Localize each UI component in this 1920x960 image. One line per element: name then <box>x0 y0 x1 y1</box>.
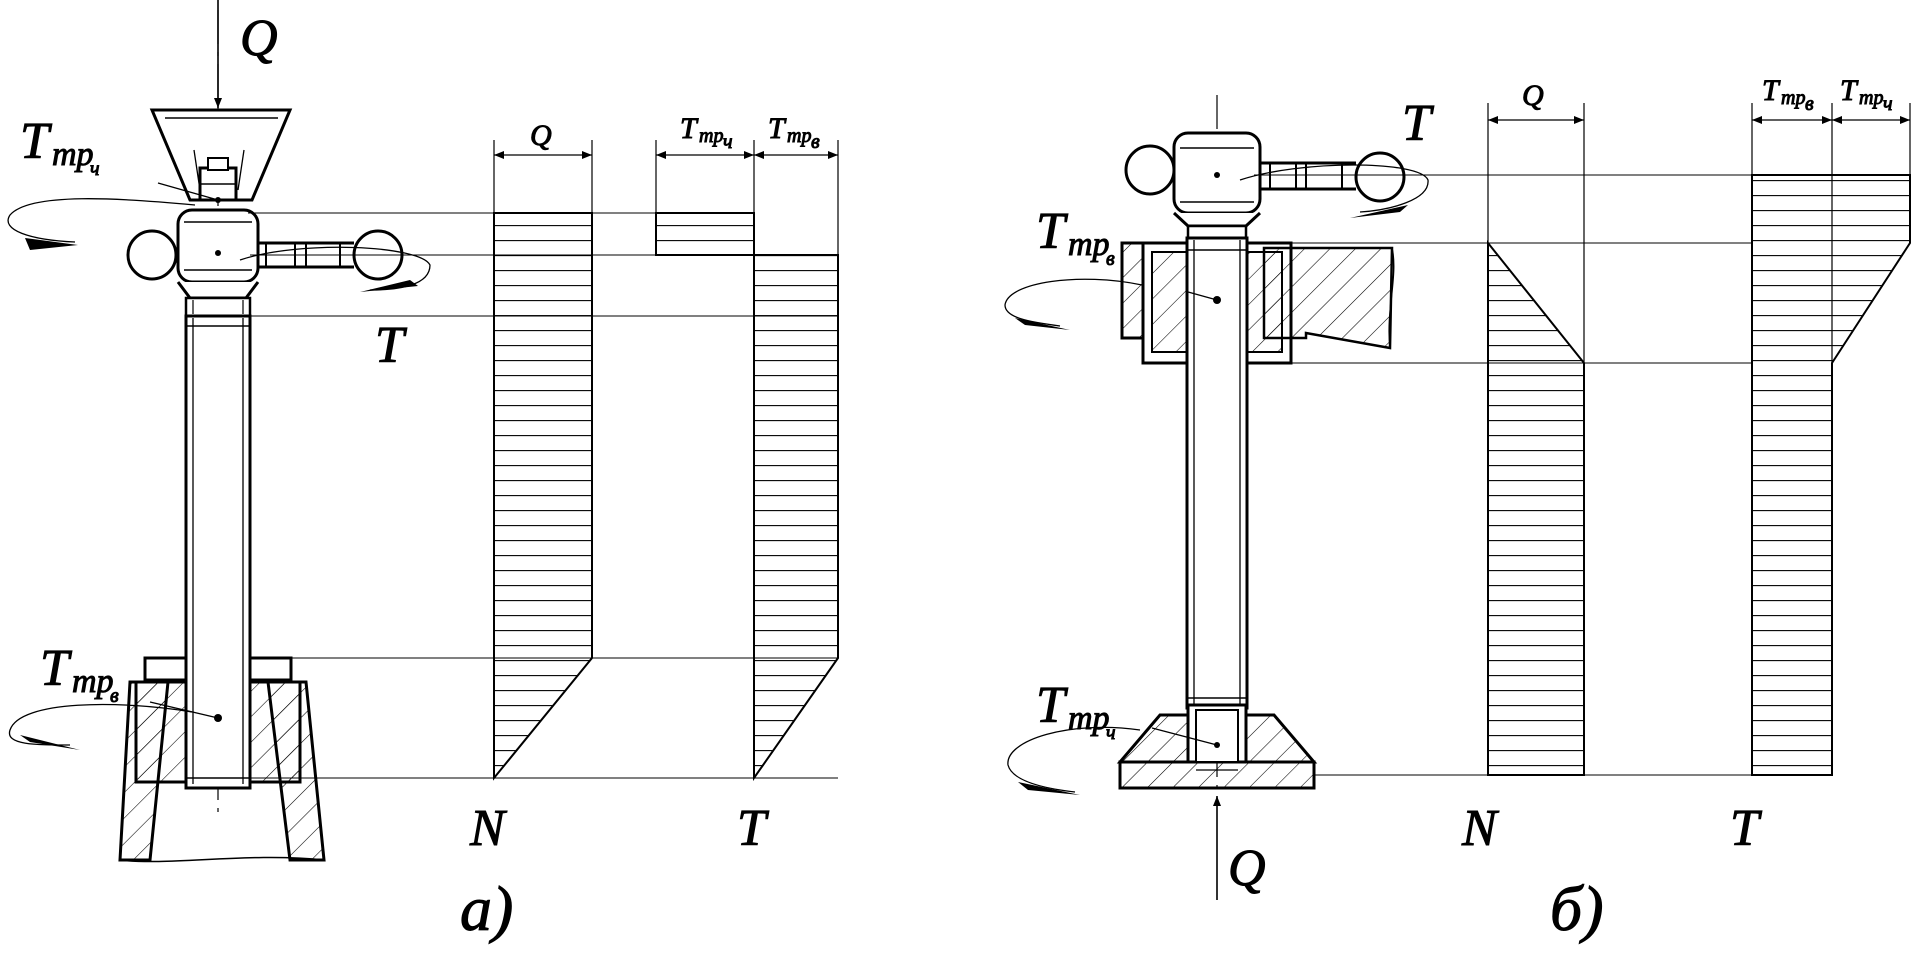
dim-t-head-a: T тр ч <box>680 112 734 154</box>
base-heel-b <box>1116 703 1318 790</box>
svg-text:T: T <box>768 112 787 145</box>
dim-q-b: Q <box>1522 79 1544 112</box>
dim-t-base-b: T тр ч <box>1840 74 1894 116</box>
svg-text:T: T <box>680 112 699 145</box>
label-n-b: N <box>1461 800 1500 857</box>
label-friction-base-b: T тр ч <box>1036 677 1117 745</box>
svg-text:в: в <box>110 685 119 707</box>
caption-b: б) <box>1550 873 1604 944</box>
t-epure-body-a <box>753 254 839 782</box>
handle-ball-left-b <box>1124 144 1176 196</box>
svg-text:T: T <box>1036 203 1068 260</box>
torque-arrow-head-friction <box>7 198 196 243</box>
label-t-a: T <box>737 800 769 857</box>
label-n-a: N <box>469 800 508 857</box>
svg-text:ч: ч <box>723 131 733 153</box>
nut-housing <box>118 656 326 863</box>
svg-text:тр: тр <box>1781 87 1805 109</box>
screw-body-b <box>1185 236 1249 710</box>
label-torque-b: T <box>1402 95 1434 152</box>
dim-q-a: Q <box>530 119 552 152</box>
svg-text:тр: тр <box>1068 226 1110 263</box>
svg-text:тр: тр <box>72 663 114 700</box>
label-t-b: T <box>1730 800 1762 857</box>
label-q-a: Q <box>240 10 278 67</box>
svg-text:тр: тр <box>787 125 811 147</box>
svg-text:тр: тр <box>1068 700 1110 737</box>
caption-a: а) <box>460 873 513 944</box>
svg-text:ч: ч <box>1106 722 1116 744</box>
handle-ball-right-b <box>1354 151 1406 203</box>
svg-text:тр: тр <box>699 125 723 147</box>
diagram-n-b: Q N <box>1461 79 1585 858</box>
n-epure-a <box>493 212 593 781</box>
scheme-a: Q T тр ч T T тр в а) Q N <box>7 0 839 945</box>
dim-t-thread-b: T тр в <box>1762 74 1815 116</box>
torque-arrow-thread-b <box>1004 278 1143 327</box>
scheme-b: T T тр в T тр ч Q б) Q N <box>1004 74 1911 945</box>
svg-text:T: T <box>1840 74 1859 107</box>
svg-text:T: T <box>40 640 72 697</box>
cup <box>149 108 293 202</box>
t-epure-b <box>1751 174 1911 776</box>
label-q-b: Q <box>1228 840 1266 897</box>
svg-text:T: T <box>1762 74 1781 107</box>
label-torque-a: T <box>375 317 407 374</box>
svg-text:T: T <box>1036 677 1068 734</box>
svg-text:тр: тр <box>1859 87 1883 109</box>
diagram-t-a: T тр ч T тр в T <box>655 112 839 858</box>
nut-frame-b <box>1120 241 1395 365</box>
svg-text:ч: ч <box>90 158 100 180</box>
svg-text:тр: тр <box>52 136 94 173</box>
n-epure-b <box>1487 240 1585 776</box>
label-friction-head-a: T тр ч <box>20 113 101 181</box>
diagram-n-a: Q N <box>469 119 593 858</box>
svg-text:ч: ч <box>1883 93 1893 115</box>
label-friction-thread-a: T тр в <box>40 640 120 708</box>
svg-text:в: в <box>1805 93 1814 115</box>
label-friction-thread-b: T тр в <box>1036 203 1116 271</box>
svg-text:в: в <box>811 131 820 153</box>
diagram-t-b: T тр в T тр ч T <box>1730 74 1911 858</box>
dim-t-thread-a: T тр в <box>768 112 821 154</box>
t-epure-cup-a <box>655 212 755 256</box>
torque-arrow-thread-friction <box>8 703 193 746</box>
torque-arrow-base-b <box>1007 726 1141 793</box>
handle-ball-left <box>126 229 178 281</box>
svg-text:T: T <box>20 113 52 170</box>
screw-head <box>176 208 260 284</box>
svg-text:в: в <box>1106 248 1115 270</box>
screw-body <box>184 314 252 790</box>
